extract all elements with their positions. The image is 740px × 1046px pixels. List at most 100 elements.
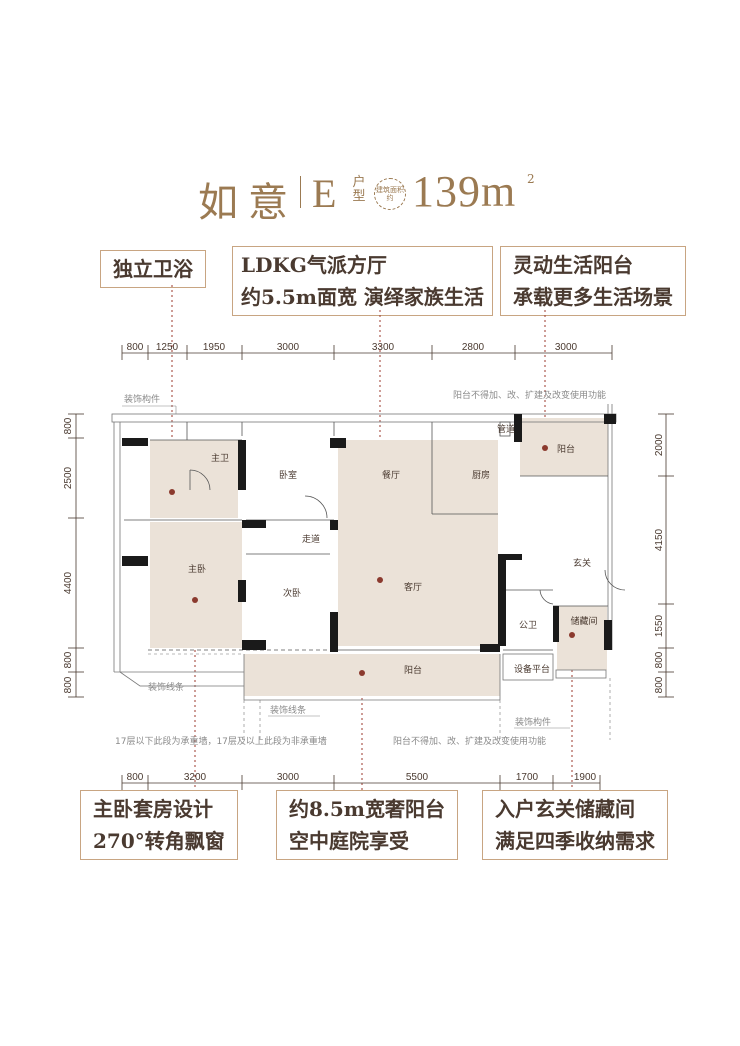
marker-dot — [359, 670, 365, 676]
marker-dot — [542, 445, 548, 451]
fill-storage — [557, 606, 607, 670]
dim-top-6: 3000 — [555, 342, 578, 353]
dim-left-3: 800 — [63, 651, 74, 668]
wall-block — [122, 438, 148, 446]
marker-dot — [569, 632, 575, 638]
room-master-bed: 主卧 — [188, 563, 206, 575]
room-balcony-bottom: 阳台 — [404, 664, 422, 676]
dim-bottom-4: 1700 — [516, 772, 539, 783]
dim-left-1: 2500 — [63, 466, 74, 489]
wall-block — [604, 620, 612, 650]
room-balcony-top: 阳台 — [557, 443, 575, 455]
callout-line: 空中庭院享受 — [289, 829, 409, 853]
thin-walls — [124, 422, 626, 651]
dimension-left — [68, 413, 84, 698]
title-separator — [300, 176, 301, 208]
note-decor-line-bottom: 装饰线条 — [270, 704, 306, 716]
callout-line: 承载更多生活场景 — [513, 285, 673, 309]
dim-top-1: 1250 — [156, 342, 179, 353]
fill-balcony-bottom — [244, 654, 500, 696]
fill-balcony-top — [520, 418, 608, 476]
dimension-bottom — [121, 775, 601, 790]
title-area-unit: 2 — [527, 172, 535, 186]
room-second-bed: 次卧 — [283, 587, 301, 599]
wall-block — [238, 440, 246, 490]
callout-line: 约5.5m面宽 演绎家族生活 — [241, 285, 484, 309]
callout-line: 270°转角飘窗 — [93, 829, 225, 853]
dim-top-5: 2800 — [462, 342, 485, 353]
callout-line: 入户玄关储藏间 — [495, 797, 635, 821]
note-wall: 17层以下此段为承重墙，17层及以上此段为非承重墙 — [115, 735, 327, 747]
dim-bottom-3: 5500 — [406, 772, 429, 783]
note-balcony-bottom: 阳台不得加、改、扩建及改变使用功能 — [393, 735, 546, 747]
note-decor-top-left: 装饰构件 — [124, 393, 160, 405]
callout-master-suite: 主卧套房设计 270°转角飘窗 — [80, 790, 238, 860]
fill-living-dining — [338, 440, 498, 646]
dim-bottom-1: 3200 — [184, 772, 207, 783]
room-equipment: 设备平台 — [514, 663, 550, 675]
room-master-bath: 主卫 — [211, 452, 229, 464]
wall-block — [242, 640, 266, 650]
marker-dot — [169, 489, 175, 495]
dim-top-4: 3300 — [372, 342, 395, 353]
room-storage: 储藏间 — [570, 615, 597, 627]
note-decor-bottom-right: 装饰构件 — [515, 716, 551, 728]
title-type-label: 户型 — [352, 175, 366, 204]
wall-block — [330, 612, 338, 652]
dim-bottom-5: 1900 — [574, 772, 597, 783]
title-area: 139m — [412, 167, 517, 216]
room-corridor: 走道 — [302, 533, 320, 545]
callout-line: 满足四季收纳需求 — [495, 829, 655, 853]
area-badge: 建筑面积约 — [374, 178, 406, 210]
decor-leaders — [122, 405, 570, 729]
room-fills — [150, 418, 608, 696]
wall-block — [553, 606, 559, 642]
callout-wide-balcony: 约8.5m宽奢阳台 空中庭院享受 — [276, 790, 458, 860]
fill-master-bath — [150, 440, 238, 518]
callout-entrance-storage: 入户玄关储藏间 满足四季收纳需求 — [482, 790, 668, 860]
fill-master-bed — [150, 522, 242, 648]
marker-dot — [377, 577, 383, 583]
wall-block — [480, 644, 500, 652]
note-decor-line-left: 装饰线条 — [148, 681, 184, 693]
dim-left-2: 4400 — [63, 571, 74, 594]
callout-line: 主卧套房设计 — [93, 797, 213, 821]
room-dining: 餐厅 — [382, 469, 400, 481]
walls — [122, 414, 616, 652]
dimension-top — [121, 345, 613, 360]
dim-bottom-0: 800 — [127, 772, 144, 783]
room-living: 客厅 — [404, 581, 422, 593]
title-name: 如意 — [198, 180, 298, 226]
callout-line: 约8.5m宽奢阳台 — [289, 797, 445, 821]
callout-balcony-life: 灵动生活阳台 承载更多生活场景 — [500, 246, 686, 316]
dim-right-3: 800 — [654, 651, 665, 668]
dim-right-4: 800 — [654, 676, 665, 693]
wall-block — [514, 414, 522, 442]
callout-line: 独立卫浴 — [113, 257, 193, 281]
wall-block — [498, 554, 506, 646]
wall-block — [122, 556, 148, 566]
dimension-right — [658, 413, 674, 698]
dim-bottom-2: 3000 — [277, 772, 300, 783]
wall-block — [330, 438, 346, 448]
dim-left-0: 800 — [63, 417, 74, 434]
wall-block — [498, 554, 522, 560]
dim-right-2: 1550 — [654, 614, 665, 637]
dim-top-2: 1950 — [203, 342, 226, 353]
dim-top-0: 800 — [127, 342, 144, 353]
room-kitchen: 厨房 — [472, 469, 490, 481]
markers — [169, 445, 575, 676]
room-entrance: 玄关 — [573, 557, 591, 569]
dim-right-1: 4150 — [654, 528, 665, 551]
callout-line: 灵动生活阳台 — [513, 253, 633, 277]
marker-dot — [192, 597, 198, 603]
dim-left-4: 800 — [63, 676, 74, 693]
dim-right-0: 2000 — [654, 433, 665, 456]
title-letter: E — [312, 171, 337, 216]
callout-private-bath: 独立卫浴 — [100, 250, 206, 288]
dashed-boundaries — [148, 653, 611, 740]
room-pipe: 管道 — [497, 423, 515, 435]
dim-top-3: 3000 — [277, 342, 300, 353]
callout-ldkg: LDKG气派方厅 约5.5m面宽 演绎家族生活 — [232, 246, 493, 316]
